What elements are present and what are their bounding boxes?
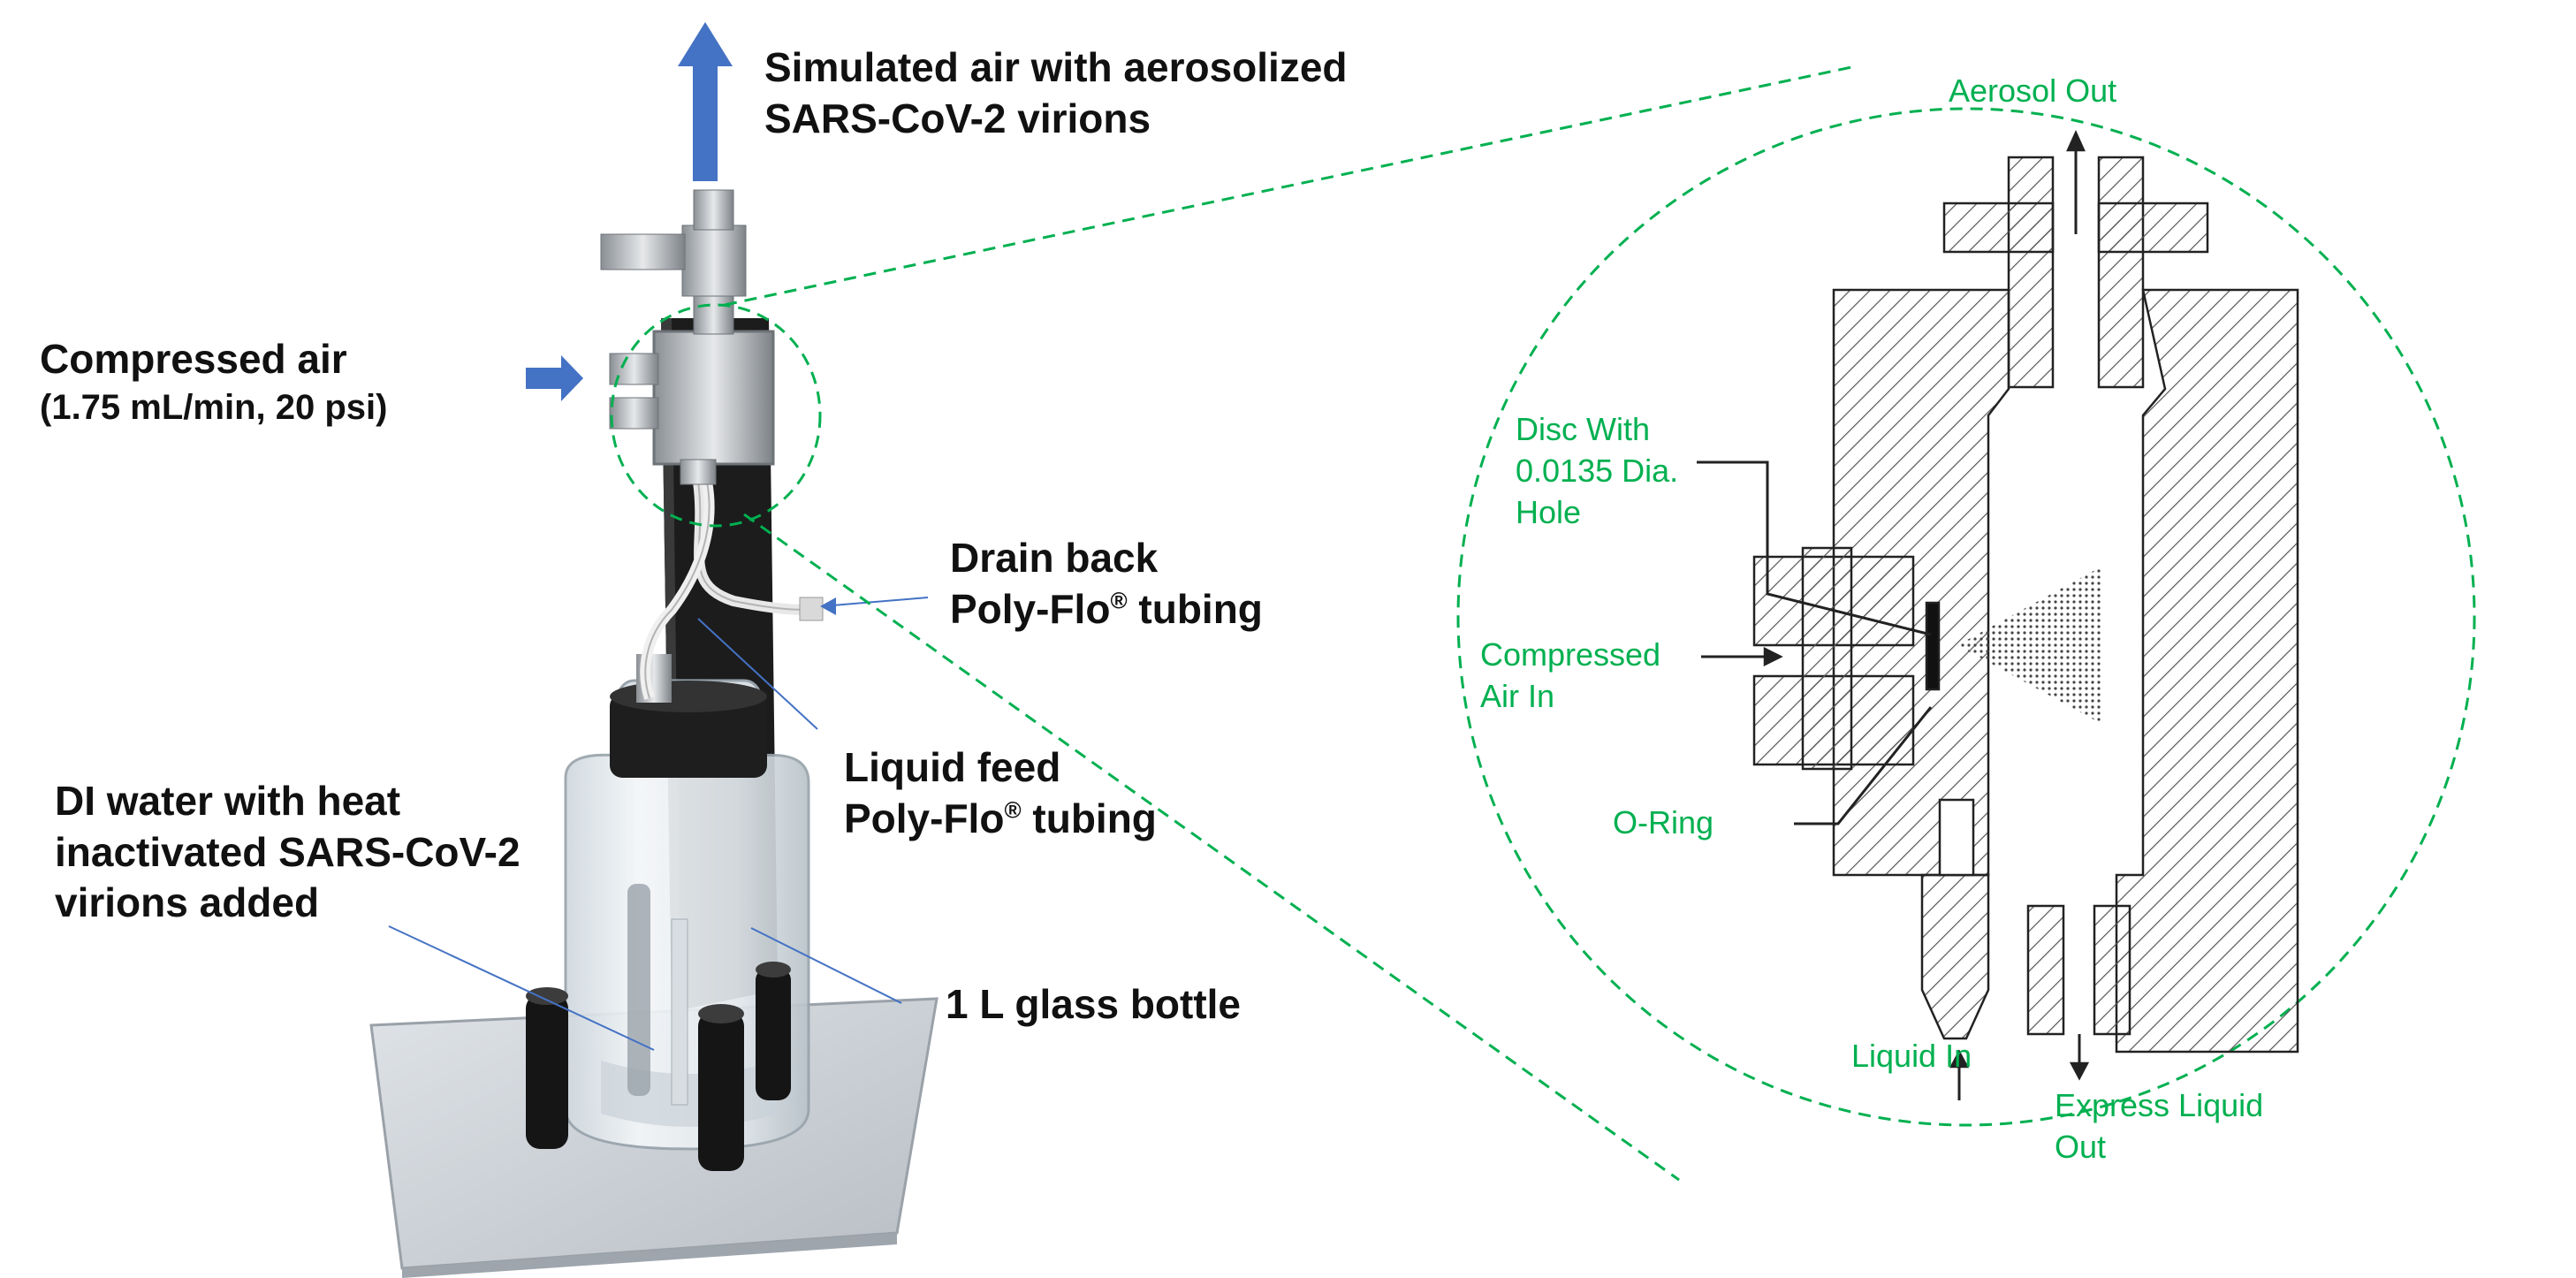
- aerosol-out-label: Aerosol Out: [1949, 72, 2117, 109]
- di-water-line-3: virions added: [55, 879, 320, 925]
- poly-flo-tubing: [640, 480, 824, 700]
- drain-back-registered-mark: ®: [1110, 587, 1128, 614]
- express-liquid-out-label: Express Liquid Out: [2055, 1085, 2263, 1168]
- drain-back-line-2: Poly-Flo® tubing: [950, 584, 1263, 635]
- base-posts: [526, 962, 791, 1171]
- compressed-air-label: Compressed air (1.75 mL/min, 20 psi): [40, 334, 387, 430]
- compressed-air-in-line-1: Compressed: [1480, 636, 1661, 673]
- drain-back-line-1: Drain back: [950, 535, 1159, 581]
- orifice-disc: [1925, 601, 1941, 691]
- bottle-cap: [610, 694, 767, 778]
- drain-back-arrowhead: [820, 597, 836, 615]
- bottle-label: 1 L glass bottle: [946, 981, 1242, 1027]
- atomizer-cross-section: [1697, 129, 2299, 1100]
- pointer-lines: [388, 597, 929, 1051]
- simulated-air-label: Simulated air with aerosolized SARS-CoV-…: [764, 42, 1348, 144]
- aerosol-spray: [1957, 566, 2103, 725]
- compressed-air-title: Compressed air: [40, 336, 347, 382]
- disc-line-1: Disc With: [1516, 411, 1650, 447]
- drain-back-label: Drain back Poly-Flo® tubing: [950, 533, 1263, 635]
- zoom-indicator: [610, 65, 2476, 1182]
- zoom-inset-circle: [1456, 107, 2476, 1127]
- atomizer-apparatus: [369, 22, 938, 1278]
- drain-back-tubing: tubing: [1127, 585, 1263, 632]
- di-water-line-2: inactivated SARS-CoV-2: [55, 828, 521, 875]
- drain-back-product: Poly-Flo: [950, 585, 1111, 632]
- liquid-feed-label: Liquid feed Poly-Flo® tubing: [844, 742, 1157, 844]
- simulated-air-line-2: SARS-CoV-2 virions: [764, 95, 1151, 141]
- disc-line-2: 0.0135 Dia.: [1516, 452, 1679, 489]
- express-liquid-out-line-2: Out: [2055, 1128, 2107, 1165]
- zoom-source-circle: [610, 303, 822, 528]
- atomizer-block: [600, 189, 775, 485]
- disc-line-3: Hole: [1516, 493, 1582, 530]
- simulated-air-line-1: Simulated air with aerosolized: [764, 44, 1348, 90]
- express-liquid-out-line-1: Express Liquid: [2055, 1087, 2264, 1123]
- liquid-feed-line-2: Poly-Flo® tubing: [844, 794, 1157, 845]
- liquid-feed-product: Poly-Flo: [844, 795, 1005, 841]
- di-water-label: DI water with heat inactivated SARS-CoV-…: [55, 776, 521, 929]
- liquid-feed-registered-mark: ®: [1004, 796, 1022, 824]
- liquid-feed-line-1: Liquid feed: [844, 744, 1061, 790]
- di-water-line-1: DI water with heat: [55, 778, 401, 824]
- liquid-in-label: Liquid In: [1851, 1038, 1972, 1074]
- compressed-air-inflow-arrow: [526, 355, 583, 401]
- o-ring-label: O-Ring: [1613, 804, 1714, 841]
- compressed-air-in-line-2: Air In: [1480, 677, 1555, 714]
- compressed-air-in-label: Compressed Air In: [1480, 635, 1660, 718]
- disc-label: Disc With 0.0135 Dia. Hole: [1516, 409, 1678, 533]
- compressed-air-detail: (1.75 mL/min, 20 psi): [40, 387, 388, 427]
- liquid-feed-tubing: tubing: [1021, 795, 1157, 841]
- aerosol-outflow-arrow: [678, 22, 733, 181]
